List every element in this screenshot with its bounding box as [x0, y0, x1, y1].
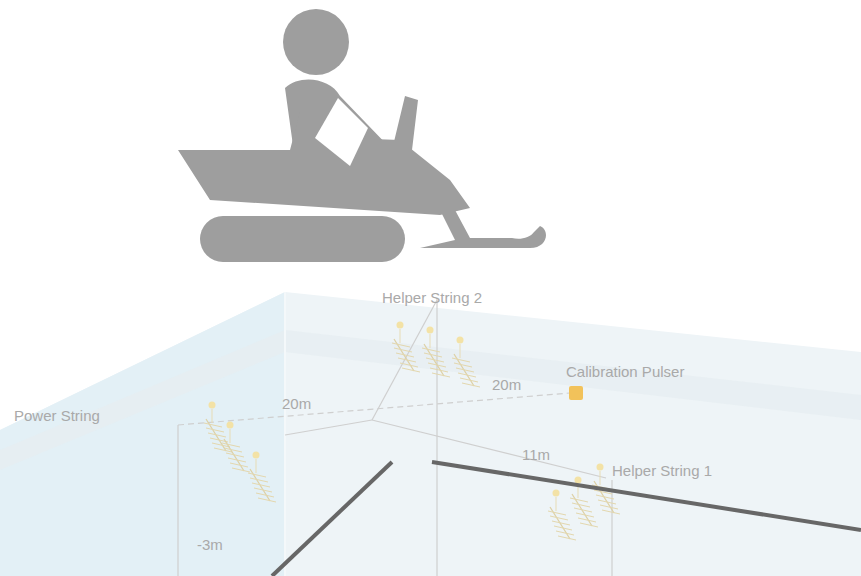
cable-dark [432, 462, 861, 530]
string-label: 20m [282, 396, 311, 411]
string-label: 20m [492, 377, 521, 392]
string-label: Calibration Pulser [566, 364, 684, 379]
cables [178, 298, 612, 576]
snowmobile-icon [178, 9, 546, 262]
firn-layer [0, 330, 861, 470]
string-label: 11m [522, 447, 550, 462]
ice-top [0, 292, 861, 576]
pulser-box [569, 386, 583, 400]
cable-dark [272, 462, 392, 576]
string-label: Power String [14, 408, 100, 423]
string-label: Helper String 2 [382, 290, 482, 305]
antennas [204, 322, 620, 541]
ice-edge [284, 292, 286, 576]
string-label: Helper String 1 [612, 463, 712, 478]
string-label: -3m [197, 537, 223, 552]
